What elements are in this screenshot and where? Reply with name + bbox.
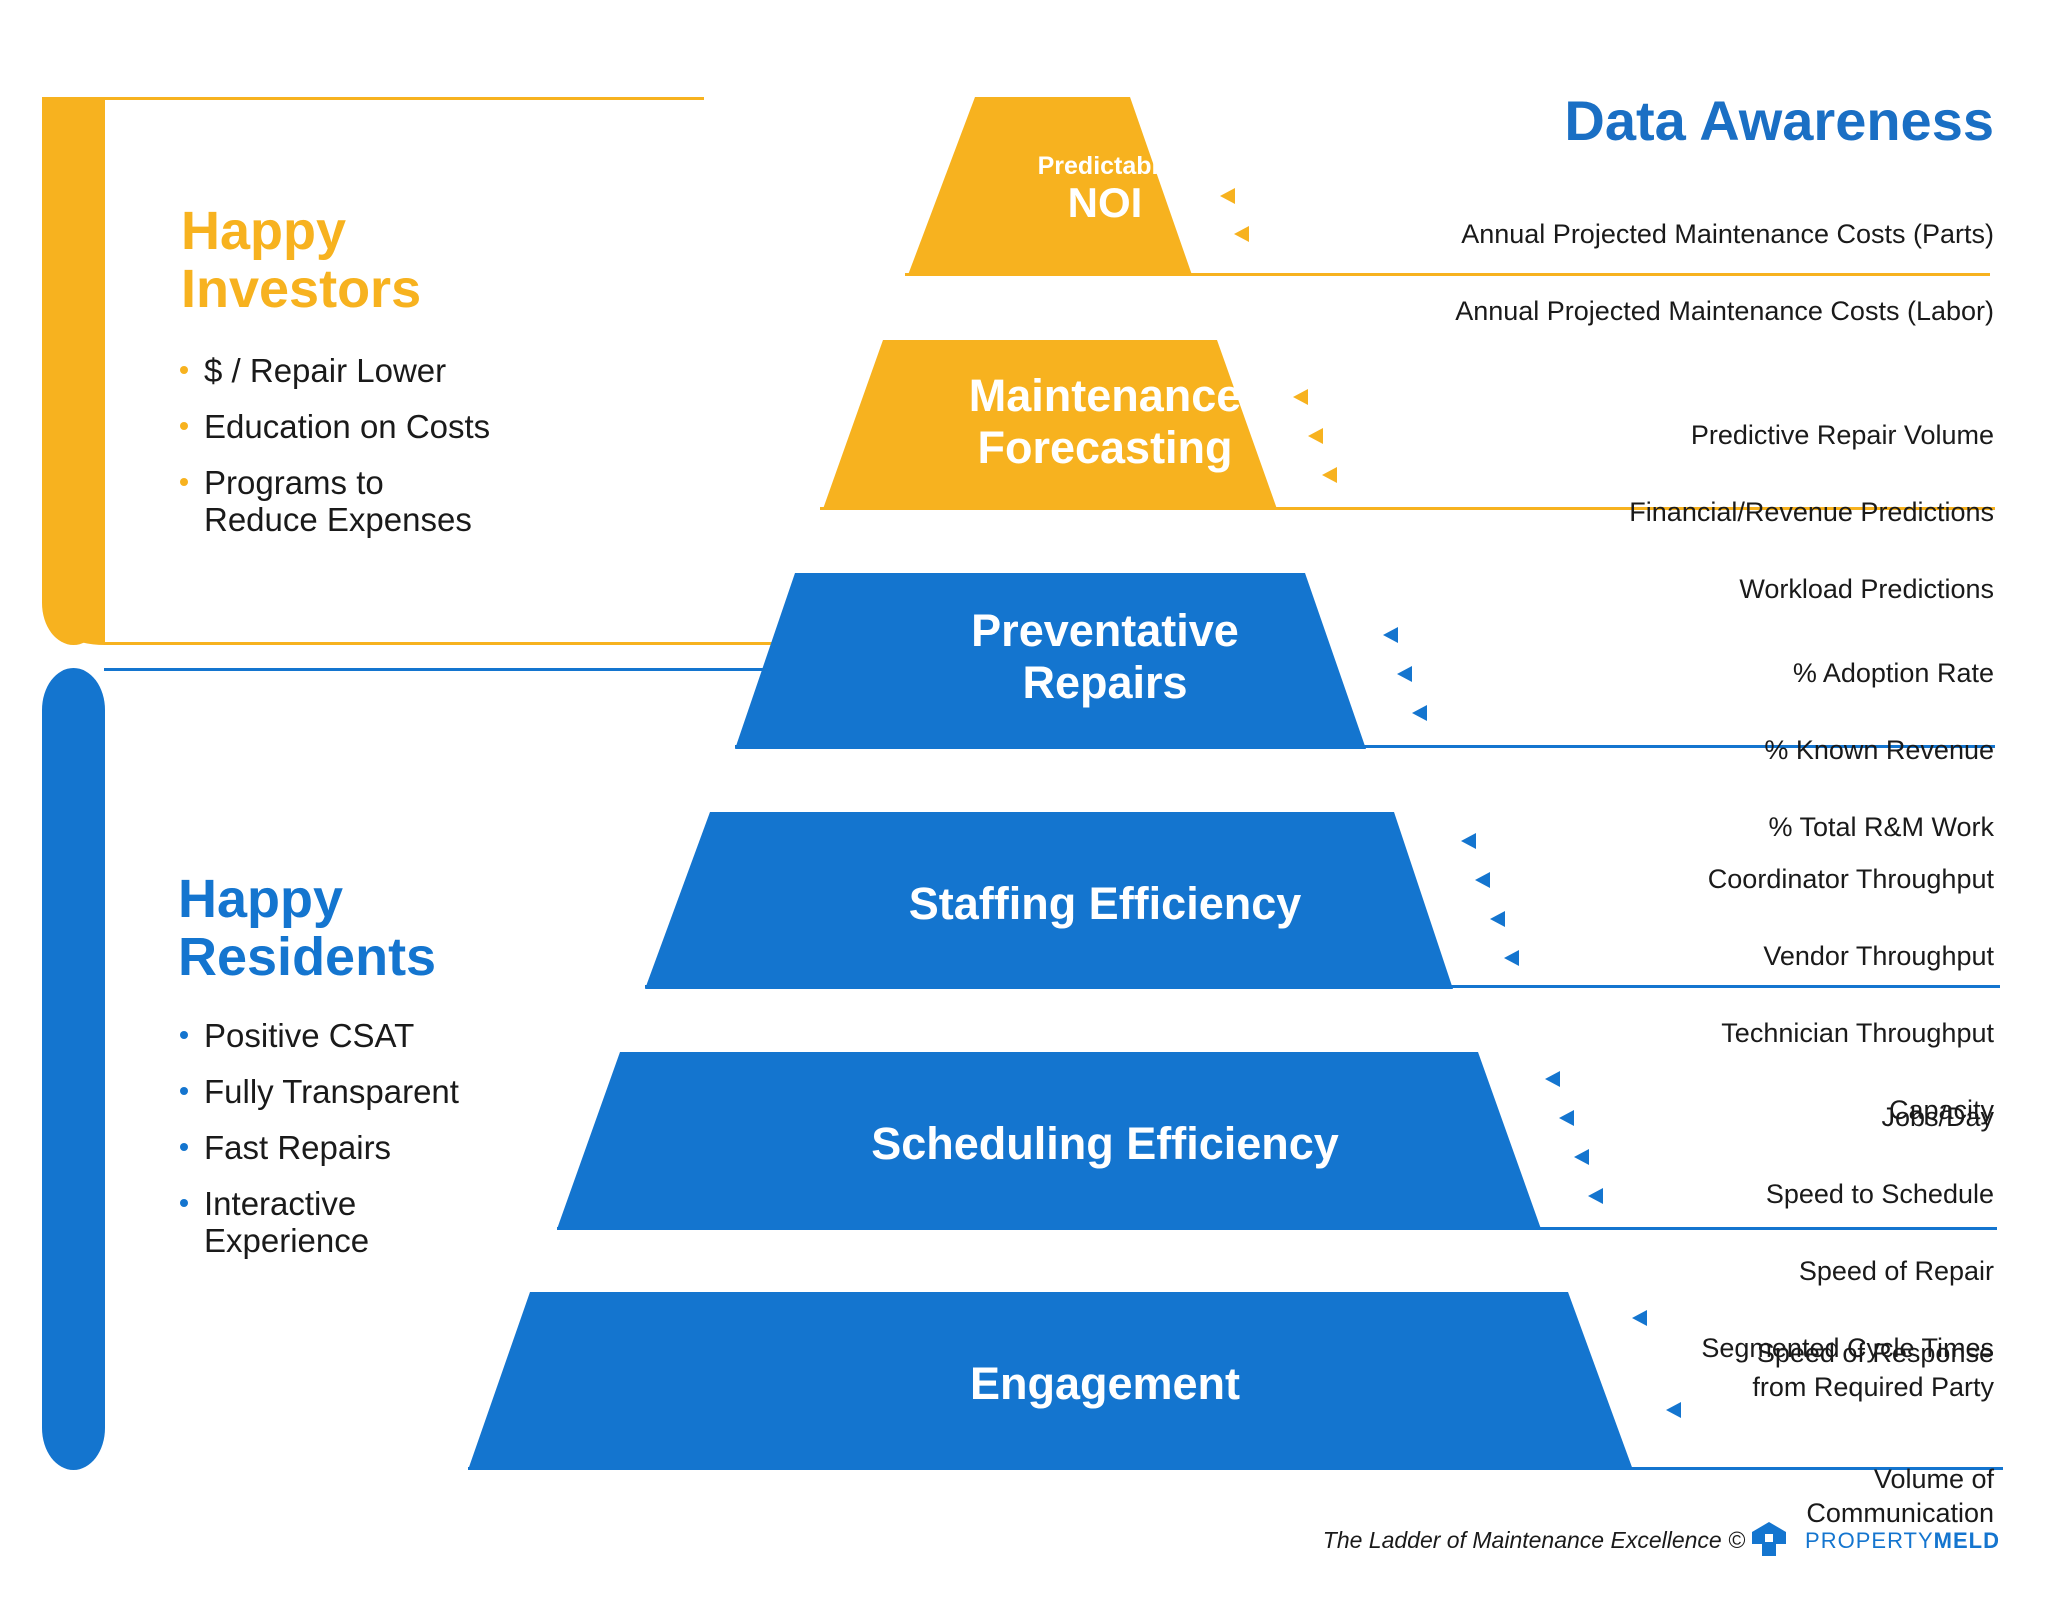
residents-bullet: Positive CSAT	[178, 1017, 459, 1054]
investors-title: Happy Investors	[181, 201, 422, 319]
tier-noi-shape	[908, 97, 1192, 275]
arrow-left-icon	[1322, 467, 1337, 483]
arrow-left-icon	[1632, 1310, 1647, 1326]
tier-preventative-metrics: % Adoption Rate % Known Revenue % Total …	[1764, 615, 1994, 885]
tier-preventative-label: Preventative Repairs	[971, 605, 1239, 708]
arrow-left-icon	[1666, 1402, 1681, 1418]
arrow-left-icon	[1490, 911, 1505, 927]
metric-item: % Total R&M Work	[1768, 811, 1994, 842]
metric-item: Annual Projected Maintenance Costs (Labo…	[1455, 295, 1994, 326]
arrow-left-icon	[1308, 428, 1323, 444]
metric-item: Coordinator Throughput	[1707, 863, 1994, 894]
arrow-left-icon	[1461, 833, 1476, 849]
arrow-left-icon	[1220, 188, 1235, 204]
arrow-left-icon	[1293, 389, 1308, 405]
metric-item: Capacity	[1888, 1094, 1994, 1125]
tier-engagement-label: Engagement	[969, 1358, 1241, 1409]
arrow-left-icon	[1559, 1110, 1574, 1126]
tier-scheduling-label: Scheduling Efficiency	[871, 1118, 1339, 1169]
tier-staffing-metrics: Coordinator Throughput Vendor Throughput…	[1708, 821, 1994, 1168]
investors-bullets: $ / Repair Lower Education on Costs Prog…	[178, 352, 490, 557]
tier-forecasting-label: Maintenance Forecasting	[968, 370, 1242, 473]
arrow-left-icon	[1397, 666, 1412, 682]
brand-name-light: PROPERTY	[1805, 1527, 1934, 1553]
tier-engagement-metrics: Speed of Response from Required Party Vo…	[1752, 1302, 1994, 1564]
tier-forecasting-metrics: Predictive Repair Volume Financial/Reven…	[1629, 377, 1994, 647]
metric-item: Financial/Revenue Predictions	[1629, 496, 1994, 527]
tier-noi-label: NOI	[1067, 179, 1143, 226]
diagram-title: Data Awareness	[1564, 89, 1994, 152]
metric-item: Workload Predictions	[1739, 573, 1994, 604]
tier-scheduling-shape	[557, 1052, 1541, 1229]
metric-item: Segmented Cycle Times	[1701, 1332, 1994, 1363]
tier-staffing-shape	[645, 812, 1453, 989]
metric-item: Volume of Communication	[1806, 1464, 1994, 1528]
tier-staffing-label: Staffing Efficiency	[908, 878, 1302, 929]
tier-line-2	[820, 507, 1995, 510]
metric-item: Speed of Response from Required Party	[1752, 1338, 1994, 1402]
arrow-left-icon	[1234, 226, 1249, 242]
arrow-left-icon	[1504, 950, 1519, 966]
tier-line-1	[905, 273, 1990, 276]
investors-bullet: Education on Costs	[178, 408, 490, 445]
investors-bracket	[42, 97, 784, 645]
residents-bracket	[42, 668, 764, 1470]
investors-bullet: $ / Repair Lower	[178, 352, 490, 389]
tier-engagement-shape	[468, 1292, 1633, 1470]
metric-item: Technician Throughput	[1721, 1017, 1994, 1048]
arrow-left-icon	[1588, 1188, 1603, 1204]
footer-caption: The Ladder of Maintenance Excellence ©	[1322, 1527, 1746, 1553]
metric-item: Speed to Schedule	[1765, 1178, 1994, 1209]
propertymeld-logo-icon	[1752, 1522, 1786, 1556]
metric-item: % Adoption Rate	[1792, 657, 1994, 688]
arrow-left-icon	[1574, 1149, 1589, 1165]
brand-name: PROPERTYMELD	[1805, 1528, 2000, 1554]
metric-item: Speed of Repair	[1798, 1255, 1994, 1286]
metric-item: Jobs/Day	[1881, 1101, 1994, 1132]
residents-title: Happy Residents	[178, 869, 437, 987]
tier-preventative-shape	[735, 573, 1366, 749]
metric-item: Annual Projected Maintenance Costs (Part…	[1461, 218, 1994, 249]
metric-item: % Known Revenue	[1764, 734, 1994, 765]
residents-bullet: Fully Transparent	[178, 1073, 459, 1110]
residents-bullet: Fast Repairs	[178, 1129, 459, 1166]
arrow-left-icon	[1412, 705, 1427, 721]
investors-bullet: Programs to Reduce Expenses	[178, 464, 490, 538]
arrow-left-icon	[1545, 1071, 1560, 1087]
metric-item: Predictive Repair Volume	[1690, 419, 1994, 450]
tier-forecasting-shape	[823, 340, 1277, 509]
tier-noi-metrics: Annual Projected Maintenance Costs (Part…	[1455, 176, 1994, 369]
residents-bullet: Interactive Experience	[178, 1185, 459, 1259]
tier-noi-small-label: Predictable	[1037, 152, 1173, 180]
brand-name-bold: MELD	[1933, 1527, 2000, 1553]
tier-scheduling-metrics: Jobs/Day Speed to Schedule Speed of Repa…	[1701, 1059, 1994, 1406]
arrow-left-icon	[1383, 627, 1398, 643]
arrow-left-icon	[1475, 872, 1490, 888]
footer: The Ladder of Maintenance Excellence © P…	[1323, 1527, 2000, 1554]
residents-bullets: Positive CSAT Fully Transparent Fast Rep…	[178, 1017, 459, 1278]
metric-item: Vendor Throughput	[1763, 940, 1994, 971]
